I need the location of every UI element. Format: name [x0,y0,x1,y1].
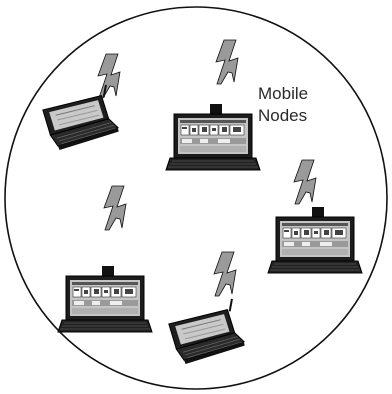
handheld-device-icon [165,297,247,367]
wireless-signal-icon [97,53,121,99]
laptop-icon [165,103,261,171]
laptop-icon [267,206,363,274]
label-line-2: Nodes [258,106,307,125]
wireless-signal-icon [215,39,239,85]
mobile-node-laptop-2 [267,159,363,274]
network-boundary-circle [4,6,388,390]
handheld-device-icon [39,83,121,153]
mobile-node-communicator-2 [165,251,247,367]
mobile-node-laptop-1 [165,39,261,171]
wireless-signal-icon [103,185,127,231]
wireless-signal-icon [213,251,237,297]
laptop-icon [57,265,153,333]
mobile-node-communicator-1 [39,53,121,153]
wireless-signal-icon [293,159,317,205]
mobile-node-laptop-3 [57,185,153,333]
mobile-nodes-label: Mobile Nodes [258,84,313,125]
label-line-1: Mobile [258,84,308,103]
